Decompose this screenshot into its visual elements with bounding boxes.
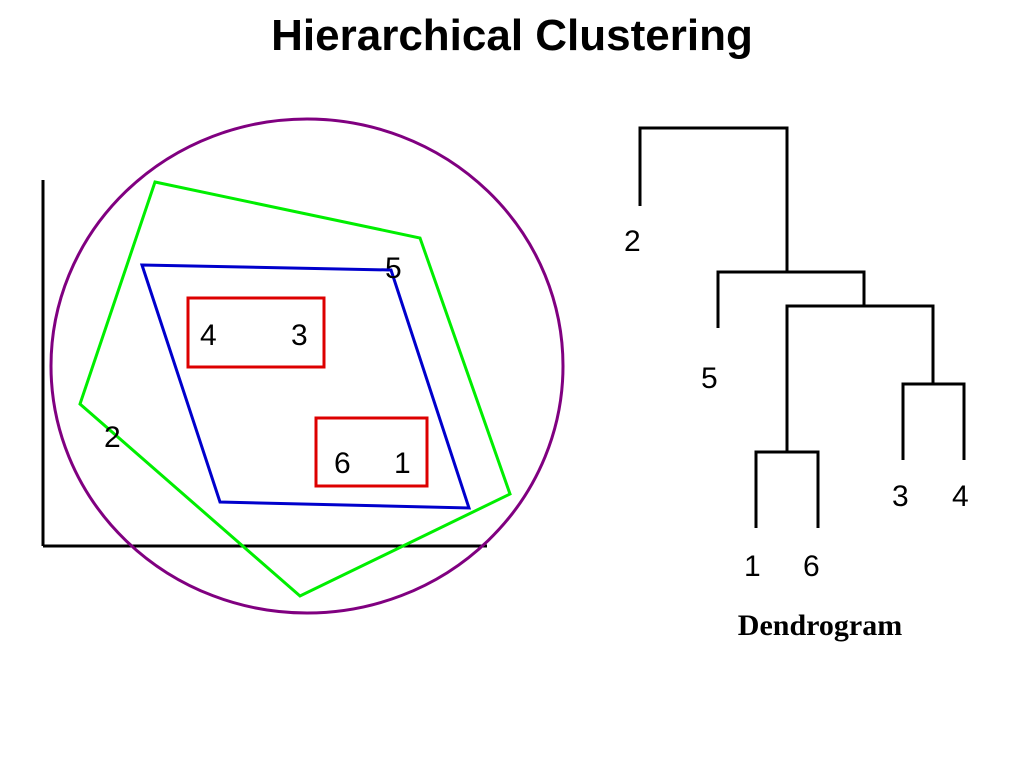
outer-cluster-circle	[49, 117, 565, 615]
point-label-3: 3	[291, 319, 308, 352]
point-label-4: 4	[200, 319, 217, 352]
slide-title: Hierarchical Clustering	[271, 11, 753, 60]
red-cluster-box-6-1	[314, 416, 429, 488]
point-label-2: 2	[104, 421, 121, 454]
dendrogram-leaf-4: 4	[952, 480, 969, 513]
dendrogram-link-5	[716, 270, 866, 328]
dendrogram-link-16-34	[785, 304, 935, 452]
dendrogram	[638, 126, 966, 528]
green-cluster-outline	[78, 180, 512, 598]
point-label-6: 6	[334, 447, 351, 480]
dendrogram-leaf-6: 6	[803, 550, 820, 583]
scatter-axes	[41, 180, 487, 548]
dendrogram-leaf-5: 5	[701, 362, 718, 395]
dendrogram-link-top	[638, 126, 789, 272]
dendrogram-leaf-2: 2	[624, 225, 641, 258]
dendrogram-link-3-4	[901, 382, 966, 460]
dendrogram-leaf-1: 1	[744, 550, 761, 583]
dendrogram-leaf-3: 3	[892, 480, 909, 513]
point-label-5: 5	[385, 252, 402, 285]
dendrogram-caption: Dendrogram	[738, 609, 902, 642]
red-cluster-box-4-3	[186, 296, 326, 369]
dendrogram-link-1-6	[754, 450, 820, 528]
point-label-1: 1	[394, 447, 411, 480]
blue-cluster-outline	[139, 263, 472, 510]
